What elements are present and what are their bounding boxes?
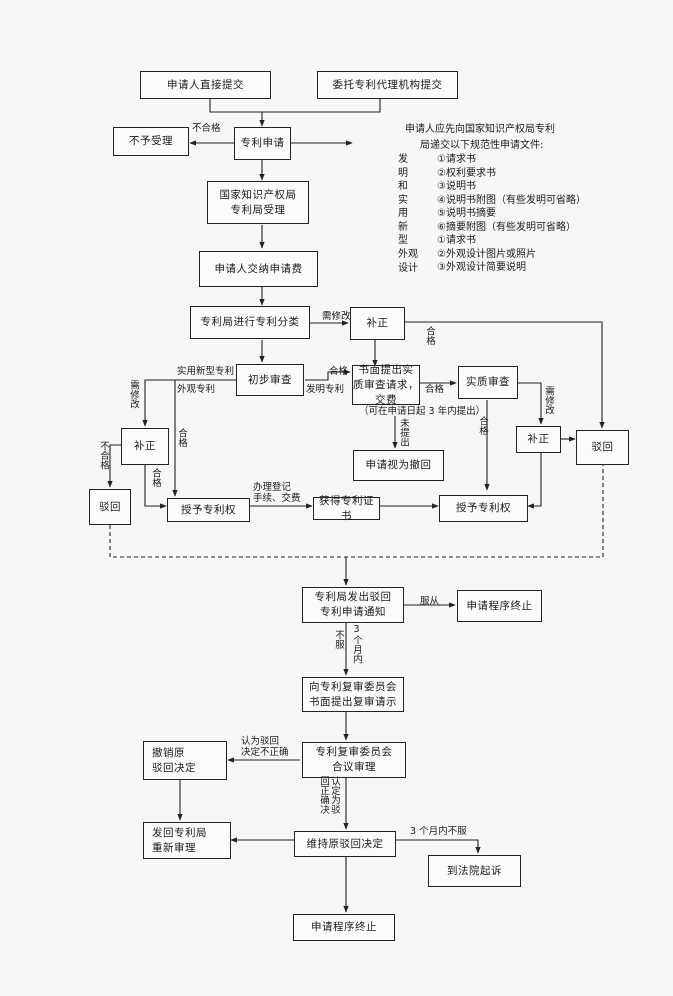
revoke-decision-box: 撤销原 驳回决定 bbox=[143, 741, 227, 780]
label-decision-incorrect: 认为驳回 决定不正确 bbox=[241, 736, 289, 758]
rejected-box-right: 驳回 bbox=[576, 430, 629, 465]
edge-prelim-to-grant1 bbox=[172, 379, 236, 497]
return-to-office-box: 发回专利局 重新审理 bbox=[143, 822, 231, 859]
label-disagree: 不服 bbox=[333, 630, 344, 649]
application-fee-box: 申请人交纳申请费 bbox=[199, 251, 318, 287]
patent-office-acceptance-box: 国家知识产权局 专利局受理 bbox=[207, 181, 309, 224]
maintain-decision-box: 维持原驳回决定 bbox=[294, 831, 396, 857]
substantive-request-box: 书面提出实 质审查请求， 交费 bbox=[352, 363, 420, 406]
correction-box-top: 补正 bbox=[350, 307, 405, 340]
label-comply: 服从 bbox=[420, 596, 440, 607]
label-decision-correct: 认定为驳回正确决 bbox=[318, 776, 340, 814]
edge-correct3-to-grant2 bbox=[527, 453, 542, 509]
label-qualified-request: 合格 bbox=[425, 384, 445, 395]
note-types-invention-utility: 发 明 和 实 用 新 型 bbox=[398, 154, 408, 246]
edge-agency-to-apply bbox=[262, 98, 381, 113]
label-needs-modification-top: 需修改 bbox=[322, 311, 351, 322]
edge-direct-to-apply bbox=[209, 98, 265, 127]
edge-prelim-to-request bbox=[305, 369, 351, 381]
label-deadline: （可在申请日起 3 年内提出） bbox=[359, 406, 486, 417]
label-qualified-correction-left: 合格 bbox=[150, 468, 161, 487]
rejected-box-left: 驳回 bbox=[89, 489, 131, 525]
label-utility-model: 实用新型专利 bbox=[177, 366, 235, 377]
rejection-notice-box: 专利局发出驳回 专利申请通知 bbox=[302, 587, 404, 623]
label-qualified-invention: 合格 bbox=[329, 366, 349, 377]
patent-application-box: 专利申请 bbox=[234, 127, 291, 160]
agency-submission-box: 委托专利代理机构提交 bbox=[317, 71, 458, 99]
edge-substantive-to-correct3 bbox=[518, 382, 544, 425]
note-documents-invention-utility: ①请求书 ②权利要求书 ③说明书 ④说明书附图（有些发明可省略） ⑤说明书摘要 … bbox=[437, 154, 586, 233]
substantive-exam-box: 实质审查 bbox=[458, 366, 518, 399]
note-heading-line1: 申请人应先向国家知识产权局专利 bbox=[405, 124, 555, 135]
court-box: 到法院起诉 bbox=[428, 855, 521, 887]
terminate-box-top: 申请程序终止 bbox=[457, 590, 542, 622]
note-types-design: 外观 设计 bbox=[398, 249, 418, 274]
label-registration: 办理登记 手续、交费 bbox=[253, 482, 301, 504]
edge-correct2-to-grant1 bbox=[144, 465, 167, 509]
label-qualified-correction-top: 合格 bbox=[424, 326, 435, 345]
label-court-condition: 3 个月内不服 bbox=[410, 826, 467, 837]
note-documents-design: ①请求书 ②外观设计图片或照片 ③外观设计简要说明 bbox=[437, 235, 536, 273]
edge-rejections-to-notice bbox=[109, 465, 604, 558]
label-unqualified-left: 不合格 bbox=[98, 441, 109, 470]
correction-box-left: 补正 bbox=[121, 428, 169, 465]
label-not-submitted: 未提出 bbox=[398, 418, 409, 447]
reexamination-committee-box: 专利复审委员会 合议审理 bbox=[302, 742, 406, 778]
label-qualified-substantive: 合格 bbox=[477, 416, 488, 435]
reexamination-request-box: 向专利复审委员会 书面提出复审请示 bbox=[302, 677, 404, 712]
label-needs-modification-right: 需修改 bbox=[543, 386, 554, 415]
grant-box-left: 授予专利权 bbox=[167, 498, 250, 522]
label-unqualified-top: 不合格 bbox=[192, 123, 221, 134]
classification-box: 专利局进行专利分类 bbox=[190, 306, 310, 339]
note-heading-line2: 局递交以下规范性申请文件: bbox=[420, 140, 544, 151]
not-accepted-box: 不予受理 bbox=[113, 127, 189, 156]
label-qualified-prelim: 合格 bbox=[176, 428, 187, 447]
certificate-box: 获得专利证书 bbox=[313, 495, 380, 522]
edge-maintain-to-court bbox=[396, 839, 481, 854]
direct-submission-box: 申请人直接提交 bbox=[140, 71, 271, 99]
withdrawn-box: 申请视为撤回 bbox=[353, 450, 444, 481]
edge-correct1-to-rejected2 bbox=[405, 321, 605, 429]
terminate-box-bottom: 申请程序终止 bbox=[293, 914, 395, 941]
correction-box-right: 补正 bbox=[516, 426, 561, 453]
grant-box-right: 授予专利权 bbox=[439, 495, 528, 522]
preliminary-exam-box: 初步审查 bbox=[236, 364, 304, 396]
label-design: 外观专利 bbox=[177, 384, 216, 395]
label-needs-modification-left: 需修改 bbox=[128, 380, 139, 409]
label-within-three-months: 3个月内 bbox=[351, 624, 362, 664]
label-invention: 发明专利 bbox=[306, 384, 345, 395]
edge-correct2-to-rejected1 bbox=[107, 444, 121, 488]
